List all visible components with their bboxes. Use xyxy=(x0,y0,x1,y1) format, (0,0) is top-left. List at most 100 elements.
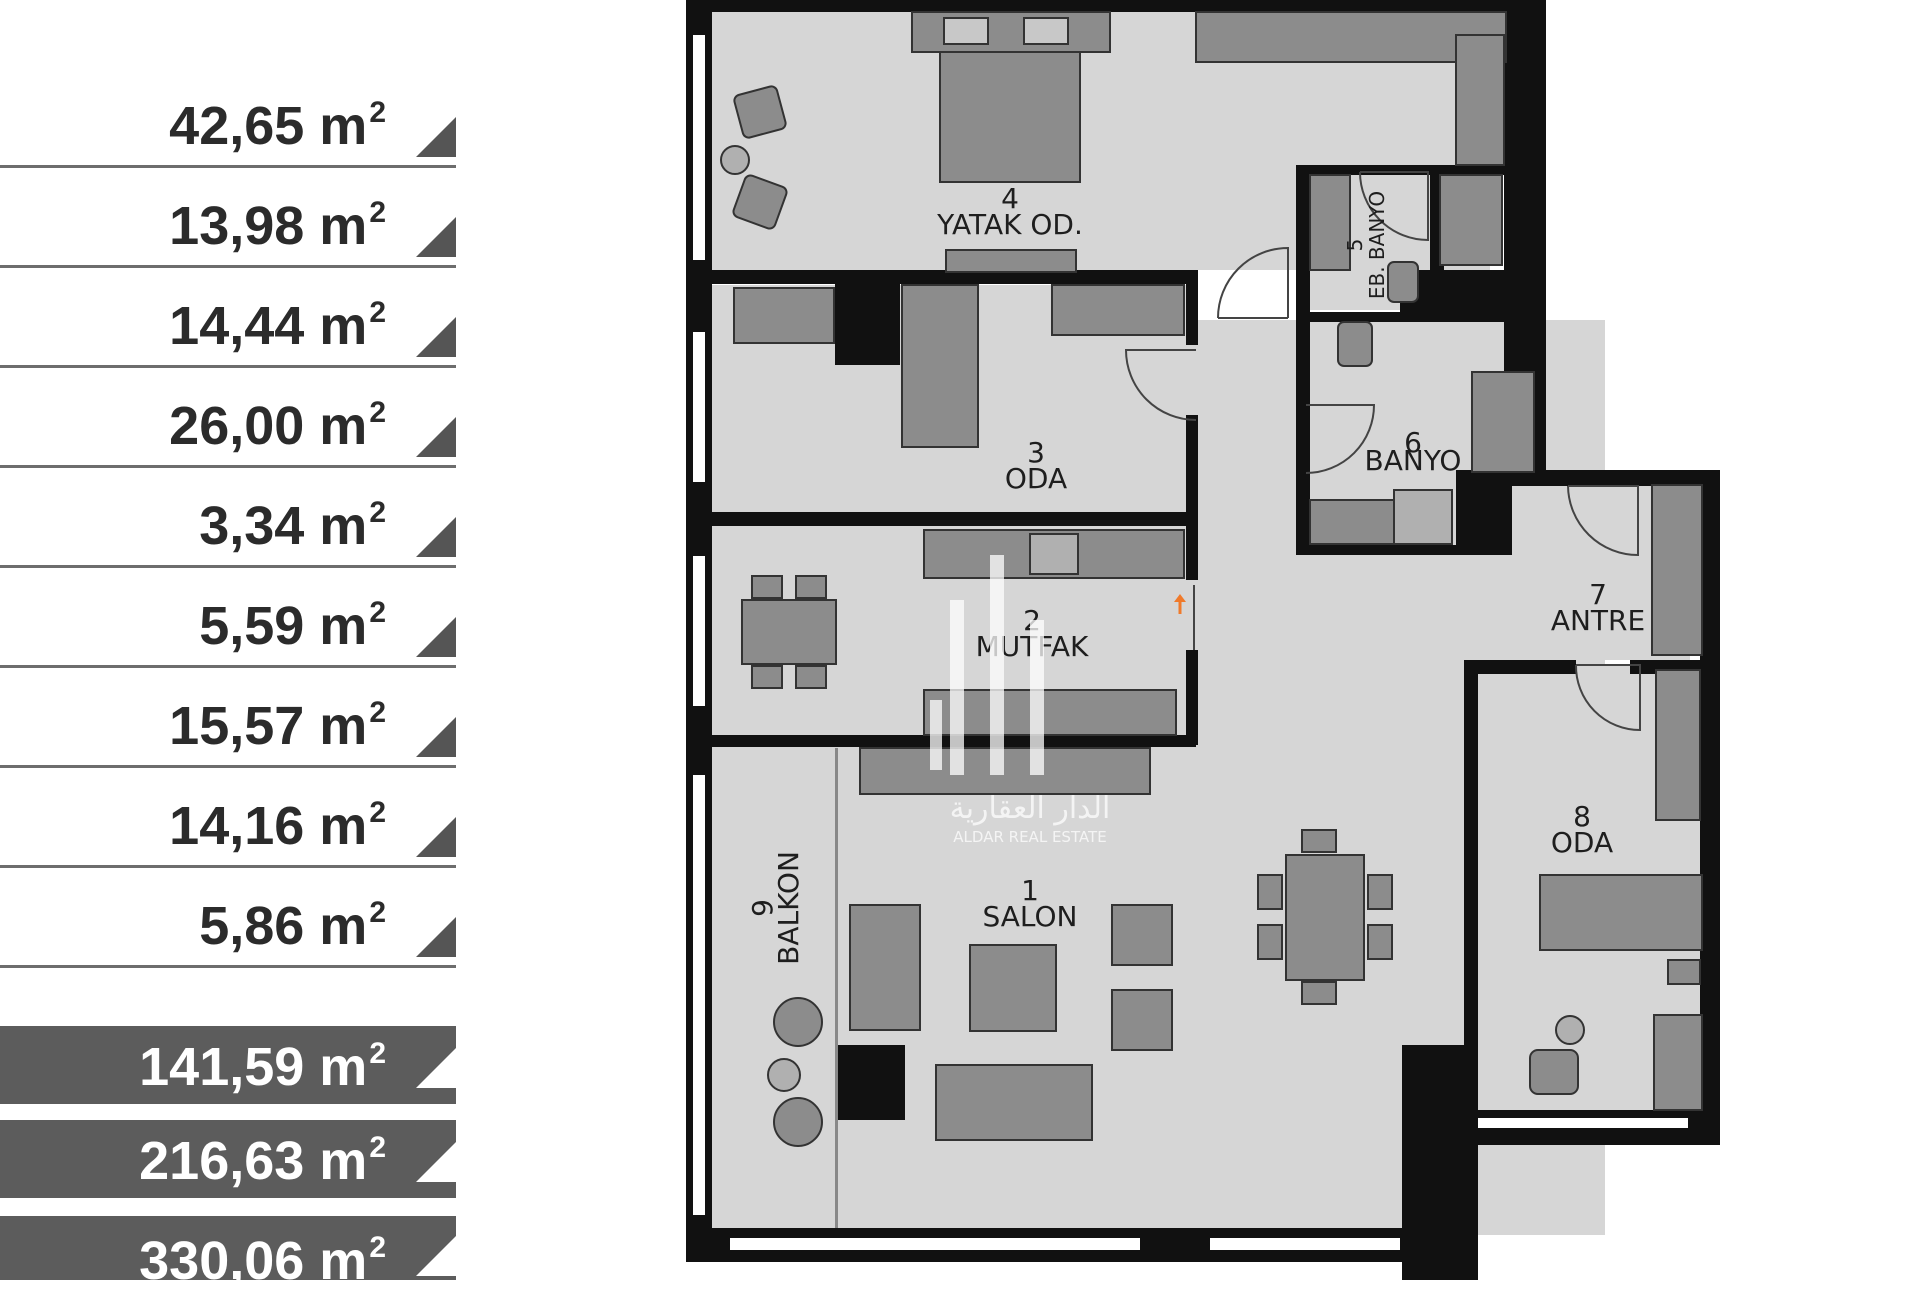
chair xyxy=(1367,874,1393,910)
triangle-icon xyxy=(416,417,456,457)
watermark-arabic: الدار العقارية xyxy=(950,791,1111,826)
window xyxy=(693,775,705,1215)
room-name: ANTRE xyxy=(1551,604,1645,637)
room-name: BANYO xyxy=(1365,444,1462,477)
wall-oda3-right xyxy=(1186,415,1198,580)
sofa xyxy=(935,1064,1093,1141)
area-row: 26,00 m2 xyxy=(0,368,456,468)
furniture xyxy=(720,11,1703,1147)
bed-headboard xyxy=(911,11,1111,53)
room-name: BALKON xyxy=(772,851,805,965)
wall-east-lower xyxy=(1700,470,1720,1145)
area-value: 5,86 m2 xyxy=(199,896,386,956)
area-row: 5,59 m2 xyxy=(0,568,456,668)
wardrobe xyxy=(1195,11,1507,63)
chair xyxy=(795,665,827,689)
wall-bath-top xyxy=(1296,165,1506,175)
wall-bath-corner xyxy=(1456,470,1512,555)
wall-mutfak-right xyxy=(1186,650,1198,745)
area-value: 26,00 m2 xyxy=(169,396,386,456)
tv-unit xyxy=(945,249,1077,273)
triangle-icon xyxy=(416,1048,456,1088)
door-swing xyxy=(1305,404,1376,474)
wall-mutfak-top xyxy=(686,512,1196,526)
wall-oda8-top xyxy=(1466,660,1576,674)
room-number: 9 xyxy=(746,899,779,917)
wardrobe xyxy=(1455,34,1505,166)
room-number: 4 xyxy=(1001,182,1019,215)
toilet xyxy=(1337,321,1373,367)
coffee-table xyxy=(969,944,1057,1032)
kitchen-counter xyxy=(923,689,1177,736)
room-name: ODA xyxy=(1005,462,1067,495)
window xyxy=(1210,1238,1400,1250)
cabinet xyxy=(1651,484,1703,656)
watermark: الدار العقارية ALDAR REAL ESTATE xyxy=(930,555,1110,846)
total-area-row: 216,63 m2 xyxy=(0,1120,456,1198)
wall-antre-top xyxy=(1504,470,1720,486)
armchair xyxy=(733,85,787,139)
single-bed xyxy=(1539,874,1703,951)
wall-oda3-column xyxy=(835,280,900,365)
area-value: 42,65 m2 xyxy=(169,96,386,156)
dining-table xyxy=(741,599,837,665)
armchair xyxy=(773,1097,823,1147)
window xyxy=(693,332,705,482)
wardrobe xyxy=(1655,669,1701,821)
total-area-row: 141,59 m2 xyxy=(0,1026,456,1104)
sink xyxy=(1309,499,1401,545)
room-number: 5 xyxy=(1343,239,1367,252)
side-table xyxy=(1555,1015,1585,1045)
window xyxy=(1478,1118,1688,1128)
triangle-icon xyxy=(416,217,456,257)
wall-oda3-top xyxy=(686,270,1196,284)
entrance-arrow-icon xyxy=(1174,594,1186,614)
area-row: 13,98 m2 xyxy=(0,168,456,268)
area-row: 14,44 m2 xyxy=(0,268,456,368)
dining-table xyxy=(1285,854,1365,981)
toilet xyxy=(1387,261,1419,303)
watermark-latin: ALDAR REAL ESTATE xyxy=(953,828,1106,846)
pillow xyxy=(1023,17,1069,45)
triangle-icon xyxy=(416,617,456,657)
shower xyxy=(1393,489,1453,545)
armchair xyxy=(773,997,823,1047)
cooktop xyxy=(1029,533,1079,575)
door-swing xyxy=(1124,349,1197,421)
total-area-value: 330,06 m2 xyxy=(139,1231,386,1291)
area-row: 3,34 m2 xyxy=(0,468,456,568)
bed xyxy=(939,51,1081,183)
armchair xyxy=(1529,1049,1579,1095)
area-row: 5,86 m2 xyxy=(0,868,456,968)
total-area-value: 141,59 m2 xyxy=(139,1037,386,1097)
triangle-icon xyxy=(416,917,456,957)
wall-bath-left xyxy=(1296,165,1310,555)
door-swing xyxy=(1567,485,1639,557)
area-value: 3,34 m2 xyxy=(199,496,386,556)
nightstand xyxy=(1667,959,1701,985)
door-swing xyxy=(1217,246,1289,319)
watermark-logo-icon xyxy=(930,555,1044,775)
area-value: 5,59 m2 xyxy=(199,596,386,656)
area-row: 15,57 m2 xyxy=(0,668,456,768)
wall-north xyxy=(686,0,1546,12)
chair xyxy=(1301,829,1337,853)
window xyxy=(730,1238,1140,1250)
windows xyxy=(693,35,1688,1250)
wardrobe xyxy=(1051,284,1185,336)
room-floor-balkon xyxy=(710,745,835,1235)
door-swing xyxy=(1359,171,1429,242)
area-list: 42,65 m2 13,98 m2 14,44 m2 26,00 m2 3,34… xyxy=(0,0,460,1291)
area-value: 14,44 m2 xyxy=(169,296,386,356)
triangle-icon xyxy=(416,717,456,757)
room-name: ODA xyxy=(1551,826,1613,859)
side-table xyxy=(720,145,750,175)
single-bed xyxy=(901,284,979,448)
wall-shaft xyxy=(1400,270,1520,318)
room-name: EB. BANYO xyxy=(1365,191,1389,299)
wall-column-salon xyxy=(835,1045,905,1120)
triangle-icon xyxy=(416,117,456,157)
cabinet xyxy=(1471,371,1535,473)
chair xyxy=(1301,981,1337,1005)
chair xyxy=(1257,924,1283,960)
